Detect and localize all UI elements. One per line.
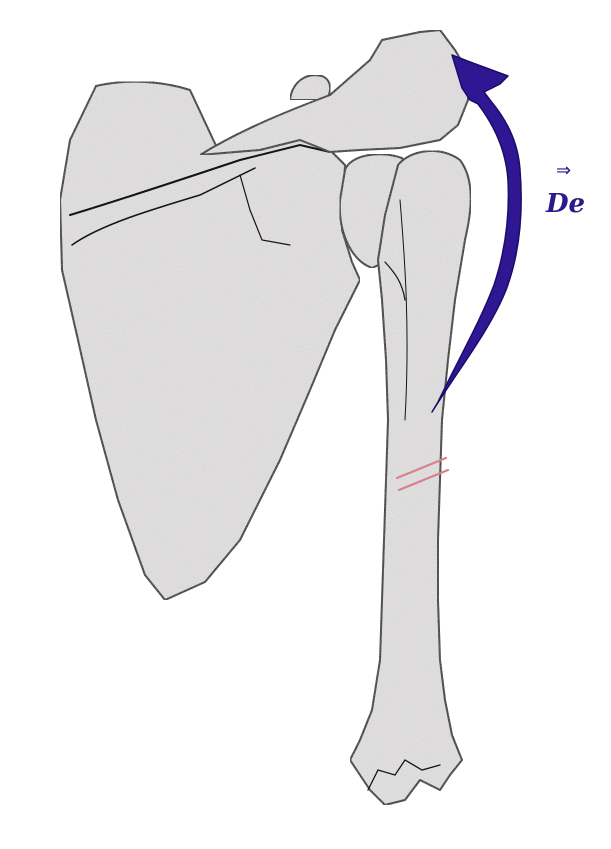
muscle-label: De (545, 189, 585, 219)
muscle-label-mark: ⇒ (556, 160, 571, 181)
